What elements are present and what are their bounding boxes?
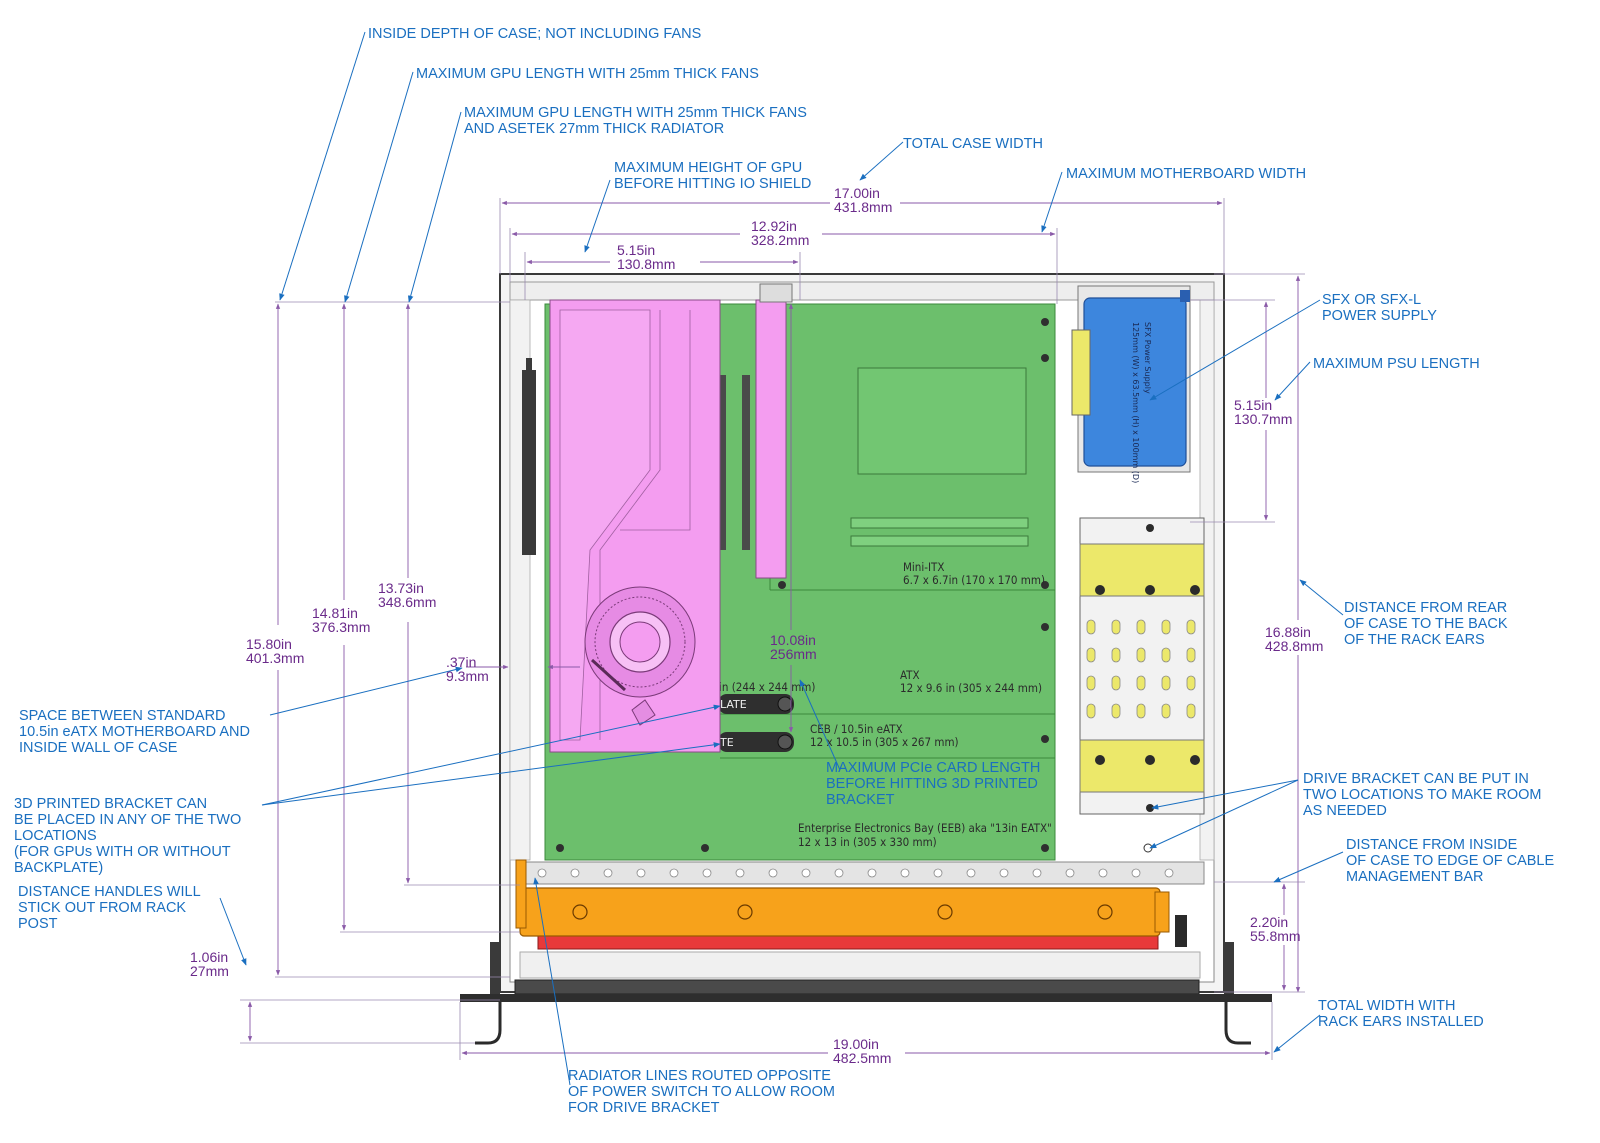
callout-rear-line3: OF THE RACK EARS xyxy=(1344,632,1485,648)
callout-pcie-line1: MAXIMUM PCIe CARD LENGTH xyxy=(826,760,1040,776)
callout-max-gpu-27-line1: MAXIMUM GPU LENGTH WITH 25mm THICK FANS xyxy=(464,105,807,121)
dim-gpu25-in: 14.81in xyxy=(312,605,358,621)
callout-sfx-line2: POWER SUPPLY xyxy=(1322,308,1437,324)
atx-size: 12 x 9.6 in (305 x 244 mm) xyxy=(900,681,1042,695)
callout-handles-line1: DISTANCE HANDLES WILL xyxy=(18,884,201,900)
callout-rackears-line2: RACK EARS INSTALLED xyxy=(1318,1014,1484,1030)
dim-handles-mm: 27mm xyxy=(190,963,229,979)
cable-management-bar xyxy=(521,861,1205,885)
dim-handles-in: 1.06in xyxy=(190,949,228,965)
dim-ears-mm: 482.5mm xyxy=(833,1050,891,1066)
callout-max-gpu-25: MAXIMUM GPU LENGTH WITH 25mm THICK FANS xyxy=(416,66,759,82)
dim-pcie-in: 10.08in xyxy=(770,632,816,648)
dim-psu-length-mm: 130.7mm xyxy=(1234,411,1292,427)
callout-radiator-line3: FOR DRIVE BRACKET xyxy=(568,1100,720,1116)
gpu xyxy=(522,283,793,753)
callout-sfx-line1: SFX OR SFX-L xyxy=(1322,292,1421,308)
dim-gpu-height-in: 5.15in xyxy=(617,242,655,258)
callout-bracket3d-line3: LOCATIONS xyxy=(14,828,97,844)
callout-max-height-gpu-line1: MAXIMUM HEIGHT OF GPU xyxy=(614,160,802,176)
eeb-size: 12 x 13 in (305 x 330 mm) xyxy=(798,835,937,849)
callout-max-psu-length: MAXIMUM PSU LENGTH xyxy=(1313,356,1480,372)
mini-itx-size: 6.7 x 6.7in (170 x 170 mm) xyxy=(903,573,1045,587)
callout-cable-line2: OF CASE TO EDGE OF CABLE xyxy=(1346,853,1554,869)
dim-case-width-in: 17.00in xyxy=(834,185,880,201)
dim-depth-mm: 401.3mm xyxy=(246,650,304,666)
dim-mobo-width-mm: 328.2mm xyxy=(751,232,809,248)
callout-max-mobo-width: MAXIMUM MOTHERBOARD WIDTH xyxy=(1066,166,1306,182)
ceb-size: 12 x 10.5 in (305 x 267 mm) xyxy=(810,735,959,749)
callout-bracket3d-line4: (FOR GPUs WITH OR WITHOUT xyxy=(14,844,231,860)
dim-gpu-height-mm: 130.8mm xyxy=(617,256,675,272)
dim-psu-length-in: 5.15in xyxy=(1234,397,1272,413)
callout-space-line2: 10.5in eATX MOTHERBOARD AND xyxy=(19,724,250,740)
psu-label-2: 125mm (W) x 63.5mm (H) x 100mm (D) xyxy=(1131,322,1140,483)
psu-label-1: SFX Power Supply xyxy=(1143,322,1152,394)
dim-gpu27-mm: 348.6mm xyxy=(378,594,436,610)
callout-drive-line2: TWO LOCATIONS TO MAKE ROOM xyxy=(1303,787,1541,803)
callout-total-case-width: TOTAL CASE WIDTH xyxy=(903,136,1043,152)
callout-pcie-line2: BEFORE HITTING 3D PRINTED xyxy=(826,776,1038,792)
dimension-values: 17.00in 431.8mm 12.92in 328.2mm 5.15in 1… xyxy=(190,185,1323,1066)
callout-pcie-line3: BRACKET xyxy=(826,792,895,808)
atx-label: ATX xyxy=(900,668,920,682)
callout-rear-line2: OF CASE TO THE BACK xyxy=(1344,616,1508,632)
callout-max-height-gpu-line2: BEFORE HITTING IO SHIELD xyxy=(614,176,811,192)
callout-radiator-line1: RADIATOR LINES ROUTED OPPOSITE xyxy=(568,1068,831,1084)
psu: SFX Power Supply 125mm (W) x 63.5mm (H) … xyxy=(1071,285,1191,483)
dim-ears-in: 19.00in xyxy=(833,1036,879,1052)
printed-brackets: LATE TE xyxy=(718,694,794,752)
callout-radiator-line2: OF POWER SWITCH TO ALLOW ROOM xyxy=(568,1084,835,1100)
callout-bracket3d-line2: BE PLACED IN ANY OF THE TWO xyxy=(14,812,241,828)
ceb-label: CEB / 10.5in eATX xyxy=(810,722,903,736)
bracket-plate-label-2: TE xyxy=(719,736,734,749)
callout-bracket3d-line5: BACKPLATE) xyxy=(14,860,103,876)
mini-itx-label: Mini-ITX xyxy=(903,560,944,574)
dim-mobo-width-in: 12.92in xyxy=(751,218,797,234)
callout-cable-line3: MANAGEMENT BAR xyxy=(1346,869,1484,885)
callout-rackears-line1: TOTAL WIDTH WITH xyxy=(1318,998,1455,1014)
dim-rear-mm: 428.8mm xyxy=(1265,638,1323,654)
callout-drive-line3: AS NEEDED xyxy=(1303,803,1387,819)
callout-space-line3: INSIDE WALL OF CASE xyxy=(19,740,178,756)
leader-lines xyxy=(219,31,1344,1086)
callout-handles-line2: STICK OUT FROM RACK xyxy=(18,900,186,916)
dim-rear-in: 16.88in xyxy=(1265,624,1311,640)
dim-pcie-mm: 256mm xyxy=(770,646,817,662)
dim-gpu25-mm: 376.3mm xyxy=(312,619,370,635)
callout-bracket3d-line1: 3D PRINTED BRACKET CAN xyxy=(14,796,207,812)
callout-inside-depth: INSIDE DEPTH OF CASE; NOT INCLUDING FANS xyxy=(368,26,701,42)
dim-cable-in: 2.20in xyxy=(1250,914,1288,930)
drive-bracket xyxy=(1079,517,1205,853)
callout-max-gpu-27-line2: AND ASETEK 27mm THICK RADIATOR xyxy=(464,121,724,137)
callouts: INSIDE DEPTH OF CASE; NOT INCLUDING FANS… xyxy=(14,26,1554,1116)
dim-gpu27-in: 13.73in xyxy=(378,580,424,596)
dim-gap-mm: 9.3mm xyxy=(446,668,489,684)
dim-case-width-mm: 431.8mm xyxy=(834,199,892,215)
dimension-lines xyxy=(240,198,1305,1060)
bracket-plate-label-1: LATE xyxy=(720,698,747,711)
callout-space-line1: SPACE BETWEEN STANDARD xyxy=(19,708,226,724)
radiator xyxy=(515,859,1201,979)
dim-depth-in: 15.80in xyxy=(246,636,292,652)
callout-drive-line1: DRIVE BRACKET CAN BE PUT IN xyxy=(1303,771,1529,787)
callout-cable-line1: DISTANCE FROM INSIDE xyxy=(1346,837,1518,853)
callout-handles-line3: POST xyxy=(18,916,58,932)
dim-cable-mm: 55.8mm xyxy=(1250,928,1301,944)
callout-rear-line1: DISTANCE FROM REAR xyxy=(1344,600,1507,616)
eeb-label: Enterprise Electronics Bay (EEB) aka "13… xyxy=(798,821,1052,835)
dim-gap-in: .37in xyxy=(446,654,476,670)
